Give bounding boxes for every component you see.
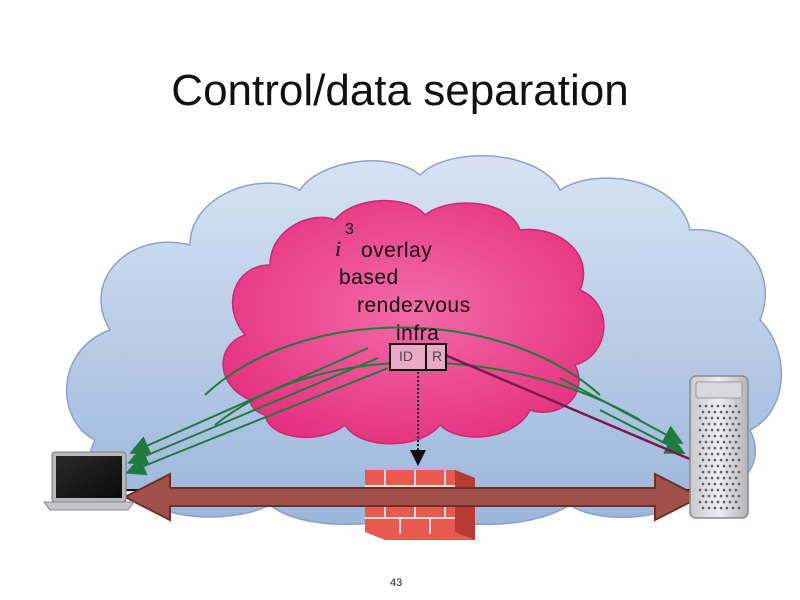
control-arrow-2 [127, 357, 379, 466]
page-number: 43 [390, 577, 403, 589]
i3-superscript: 3 [345, 221, 354, 238]
control-arc-upper [204, 326, 601, 396]
control-arrow-server-2 [599, 409, 686, 454]
rendezvous-link [444, 353, 693, 462]
laptop-icon [43, 451, 135, 511]
overlay-word-3: rendezvous [357, 294, 471, 317]
control-arrow-1 [129, 347, 369, 455]
control-arrow-server-1 [559, 377, 684, 444]
id-label: ID [399, 348, 413, 364]
slide-title: Control/data separation [171, 66, 629, 115]
r-label: R [432, 348, 443, 364]
server-tower-icon [689, 375, 749, 519]
overlay-word-4: infra [396, 322, 440, 345]
overlay-word-2: based [339, 266, 399, 289]
id-box-divider [425, 345, 427, 369]
overlay-word-1: overlay [361, 239, 433, 262]
control-arrow-3 [125, 367, 389, 476]
i3-letter: i [335, 236, 342, 261]
id-r-box: ID R [389, 343, 447, 371]
